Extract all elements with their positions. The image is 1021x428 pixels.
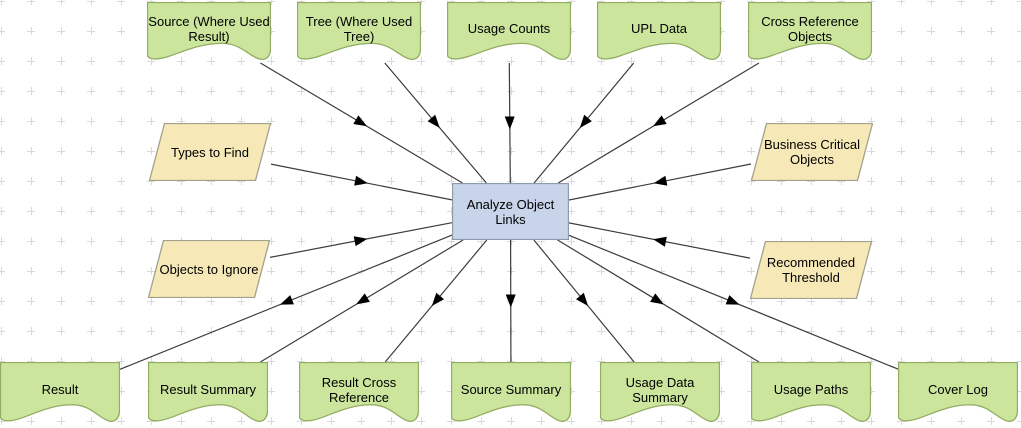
node-label: Result Summary [159, 382, 257, 397]
node-label: Usage Data Summary [625, 374, 695, 405]
arrowhead-types-to-find-to-analyze-object-links [354, 175, 368, 186]
node-label: Result Cross Reference [321, 374, 397, 405]
node-label: Usage Paths [773, 382, 849, 397]
arrowhead-upl-data-to-analyze-object-links [579, 114, 592, 128]
node-result-summary[interactable]: Result Summary [148, 362, 268, 425]
node-result[interactable]: Result [0, 362, 120, 425]
document-shape [447, 2, 571, 60]
node-label: Usage Counts [467, 21, 551, 36]
document-outline [451, 362, 571, 422]
node-label: Types to Find [170, 144, 250, 160]
document-outline [147, 2, 271, 60]
document-shape [597, 2, 721, 60]
process-shape [452, 183, 569, 240]
node-analyze-object-links[interactable]: Analyze Object Links [452, 183, 569, 240]
document-shape [148, 362, 268, 422]
node-label: Cover Log [928, 382, 988, 397]
node-usage-data-summary[interactable]: Usage Data Summary [600, 362, 720, 425]
node-objects-to-ignore[interactable]: Objects to Ignore [148, 240, 270, 298]
node-label: Business Critical Objects [763, 137, 861, 167]
node-usage-paths[interactable]: Usage Paths [751, 362, 871, 425]
document-shape [0, 362, 120, 422]
document-outline [898, 362, 1018, 422]
node-label: Objects to Ignore [159, 261, 259, 277]
node-tree-where-used[interactable]: Tree (Where Used Tree) [297, 2, 421, 63]
arrowhead-recommended-threshold-to-analyze-object-links [653, 236, 667, 247]
document-shape [600, 362, 720, 422]
arrowhead-business-critical-objects-to-analyze-object-links [653, 175, 668, 186]
node-label: Source Summary [460, 382, 562, 397]
parallelogram-outline [751, 123, 873, 181]
parallelogram-shape [751, 123, 873, 181]
document-outline [597, 2, 721, 60]
node-business-critical-objects[interactable]: Business Critical Objects [751, 123, 873, 181]
arrowhead-objects-to-ignore-to-analyze-object-links [353, 236, 368, 247]
arrowhead-source-where-used-to-analyze-object-links [353, 115, 367, 127]
node-label: Recommended Threshold [766, 255, 856, 285]
document-outline [447, 2, 571, 60]
document-outline [600, 362, 720, 422]
parallelogram-outline [750, 241, 872, 299]
document-shape [751, 362, 871, 422]
arrowhead-analyze-object-links-to-result-cross-reference [431, 292, 444, 306]
node-label: Cross Reference Objects [761, 13, 859, 44]
node-label: UPL Data [631, 21, 687, 36]
document-shape [748, 2, 872, 60]
node-label: Tree (Where Used Tree) [305, 13, 413, 44]
document-outline [751, 362, 871, 422]
arrowhead-analyze-object-links-to-usage-paths [650, 293, 664, 305]
node-source-summary[interactable]: Source Summary [451, 362, 571, 425]
arrowhead-analyze-object-links-to-result [280, 295, 294, 305]
parallelogram-outline [149, 123, 271, 181]
node-cross-reference-objects[interactable]: Cross Reference Objects [748, 2, 872, 63]
node-recommended-threshold[interactable]: Recommended Threshold [750, 241, 872, 299]
document-outline [748, 2, 872, 60]
document-outline [297, 2, 421, 60]
document-shape [297, 2, 421, 60]
node-label: Result [41, 382, 79, 397]
parallelogram-shape [750, 241, 872, 299]
arrowhead-analyze-object-links-to-result-summary [356, 293, 370, 305]
arrowhead-analyze-object-links-to-usage-data-summary [576, 292, 589, 306]
document-shape [147, 2, 271, 60]
document-outline [0, 362, 120, 422]
parallelogram-shape [148, 240, 270, 298]
document-outline [299, 362, 419, 422]
node-usage-counts[interactable]: Usage Counts [447, 2, 571, 63]
document-outline [148, 362, 268, 422]
node-label: Analyze Object Links [466, 196, 555, 227]
parallelogram-outline [148, 240, 270, 298]
document-shape [451, 362, 571, 422]
parallelogram-shape [149, 123, 271, 181]
arrowhead-tree-where-used-to-analyze-object-links [427, 114, 440, 128]
document-shape [898, 362, 1018, 422]
arrowhead-analyze-object-links-to-cover-log [725, 295, 740, 305]
process-outline [452, 183, 569, 240]
arrowhead-analyze-object-links-to-source-summary [505, 294, 516, 308]
node-source-where-used[interactable]: Source (Where Used Result) [147, 2, 271, 63]
node-cover-log[interactable]: Cover Log [898, 362, 1018, 425]
node-label: Source (Where Used Result) [148, 13, 270, 44]
node-types-to-find[interactable]: Types to Find [149, 123, 271, 181]
document-shape [299, 362, 419, 422]
arrowhead-cross-reference-objects-to-analyze-object-links [653, 115, 667, 127]
node-result-cross-reference[interactable]: Result Cross Reference [299, 362, 419, 425]
arrowhead-usage-counts-to-analyze-object-links [504, 116, 515, 130]
node-upl-data[interactable]: UPL Data [597, 2, 721, 63]
